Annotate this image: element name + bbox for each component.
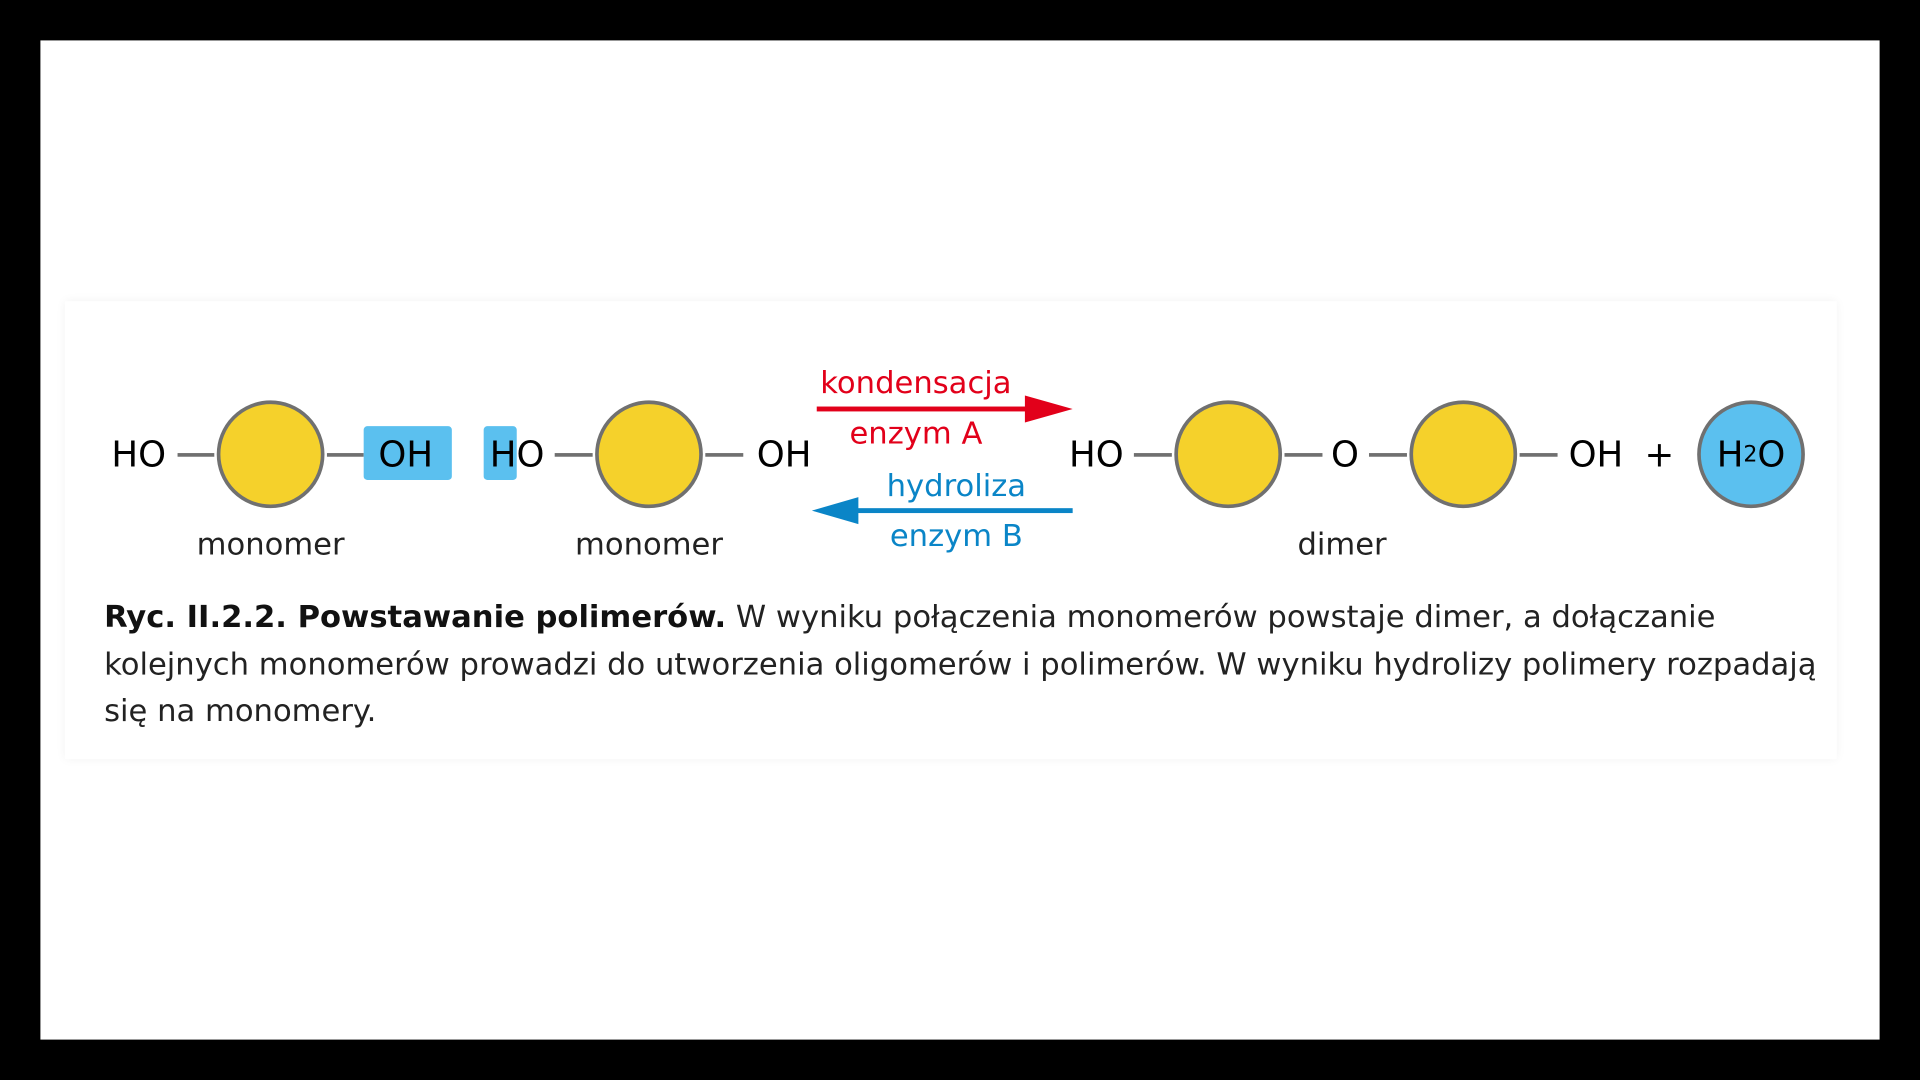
monomer-circle <box>216 400 325 509</box>
h-highlight <box>483 426 517 481</box>
monomer-circle <box>1409 400 1518 509</box>
oxygen-bridge: O <box>1331 433 1359 476</box>
hydroxyl-group: HO <box>1068 433 1124 476</box>
bond <box>554 453 593 457</box>
bond <box>1284 453 1323 457</box>
water-subscript: 2 <box>1743 441 1758 468</box>
bond <box>705 453 744 457</box>
dimer-label: dimer <box>1297 526 1387 563</box>
condensation-label: kondensacja <box>820 364 1012 401</box>
reverse-arrow-icon <box>811 497 1073 525</box>
figure-caption: Ryc. II.2.2. Powstawanie polimerów. W wy… <box>104 594 1818 735</box>
monomer-circle <box>595 400 703 509</box>
hydroxyl-group: HO <box>489 433 545 476</box>
monomer-circle <box>1174 400 1283 509</box>
figure-card <box>64 301 1837 760</box>
water-h: H <box>1716 433 1744 476</box>
caption-text: W wyniku połączenia monomerów powstaje d… <box>104 598 1817 729</box>
hydroxyl-group: HO <box>111 433 167 476</box>
caption-title: Ryc. II.2.2. Powstawanie polimerów. <box>104 598 727 635</box>
hydroxyl-group: OH <box>378 433 434 476</box>
bond <box>326 453 364 457</box>
monomer-label: monomer <box>575 526 723 563</box>
hydroxyl-group: OH <box>1568 433 1624 476</box>
enzyme-a-label: enzym A <box>849 415 983 451</box>
water-o: O <box>1757 433 1786 476</box>
hydrolysis-label: hydroliza <box>886 467 1027 504</box>
hydroxyl-group: OH <box>756 433 812 476</box>
forward-arrow-icon <box>816 395 1073 423</box>
plus-sign: + <box>1644 433 1675 476</box>
oh-highlight <box>363 426 452 481</box>
bond <box>1368 453 1407 457</box>
bond <box>177 453 215 457</box>
monomer-label: monomer <box>196 526 345 563</box>
enzyme-b-label: enzym B <box>889 517 1023 554</box>
bond <box>1133 453 1172 457</box>
bond <box>1519 453 1558 457</box>
